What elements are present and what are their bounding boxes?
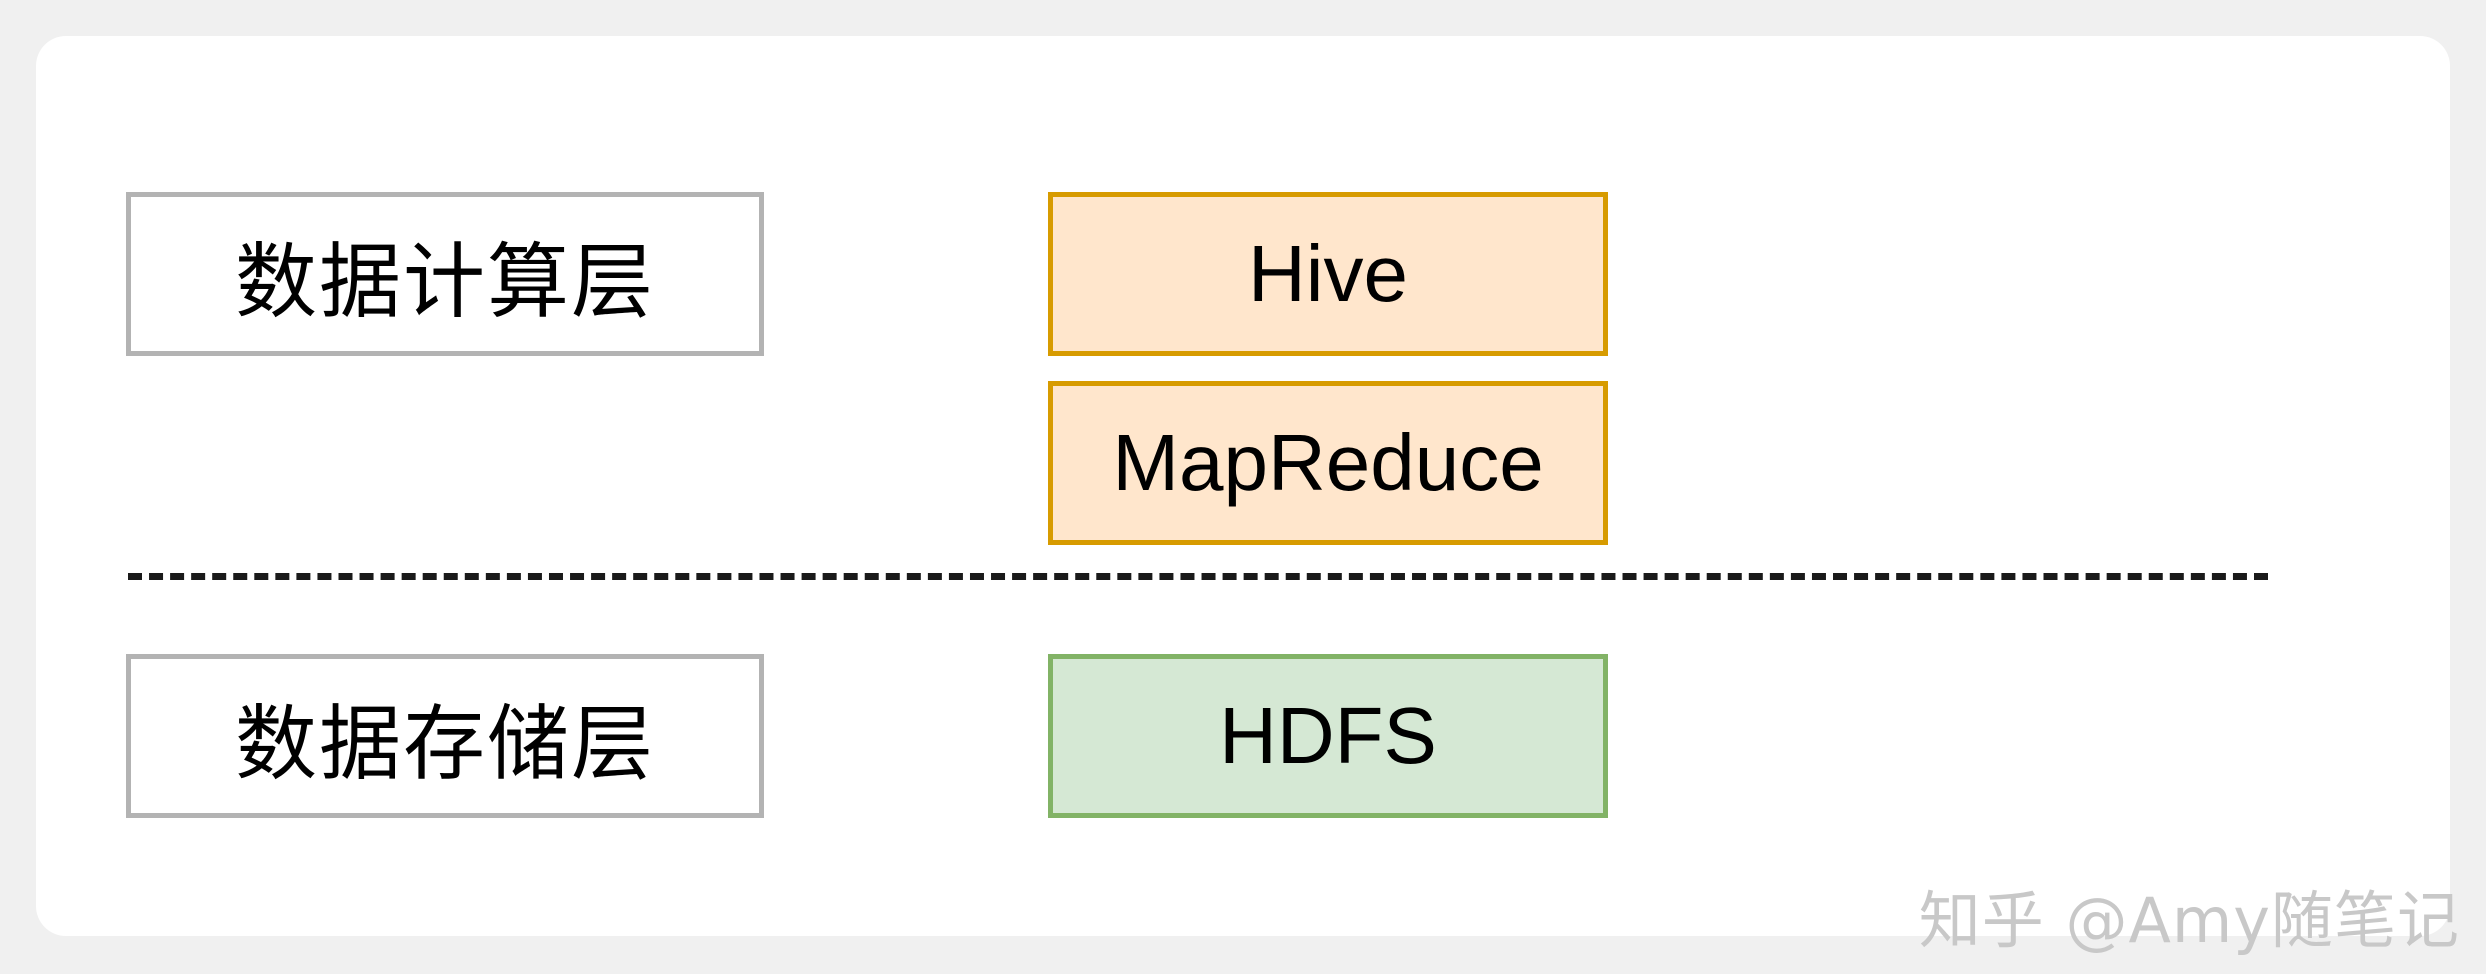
compute-layer-label: 数据计算层 (126, 192, 764, 356)
layer-divider (128, 573, 2268, 580)
storage-layer-label: 数据存储层 (126, 654, 764, 818)
mapreduce-box: MapReduce (1048, 381, 1608, 545)
hdfs-box: HDFS (1048, 654, 1608, 818)
hive-box: Hive (1048, 192, 1608, 356)
zhihu-watermark: 知乎 @Amy随笔记 (1918, 884, 2460, 957)
diagram-canvas: 数据计算层 Hive MapReduce 数据存储层 HDFS (36, 36, 2450, 936)
